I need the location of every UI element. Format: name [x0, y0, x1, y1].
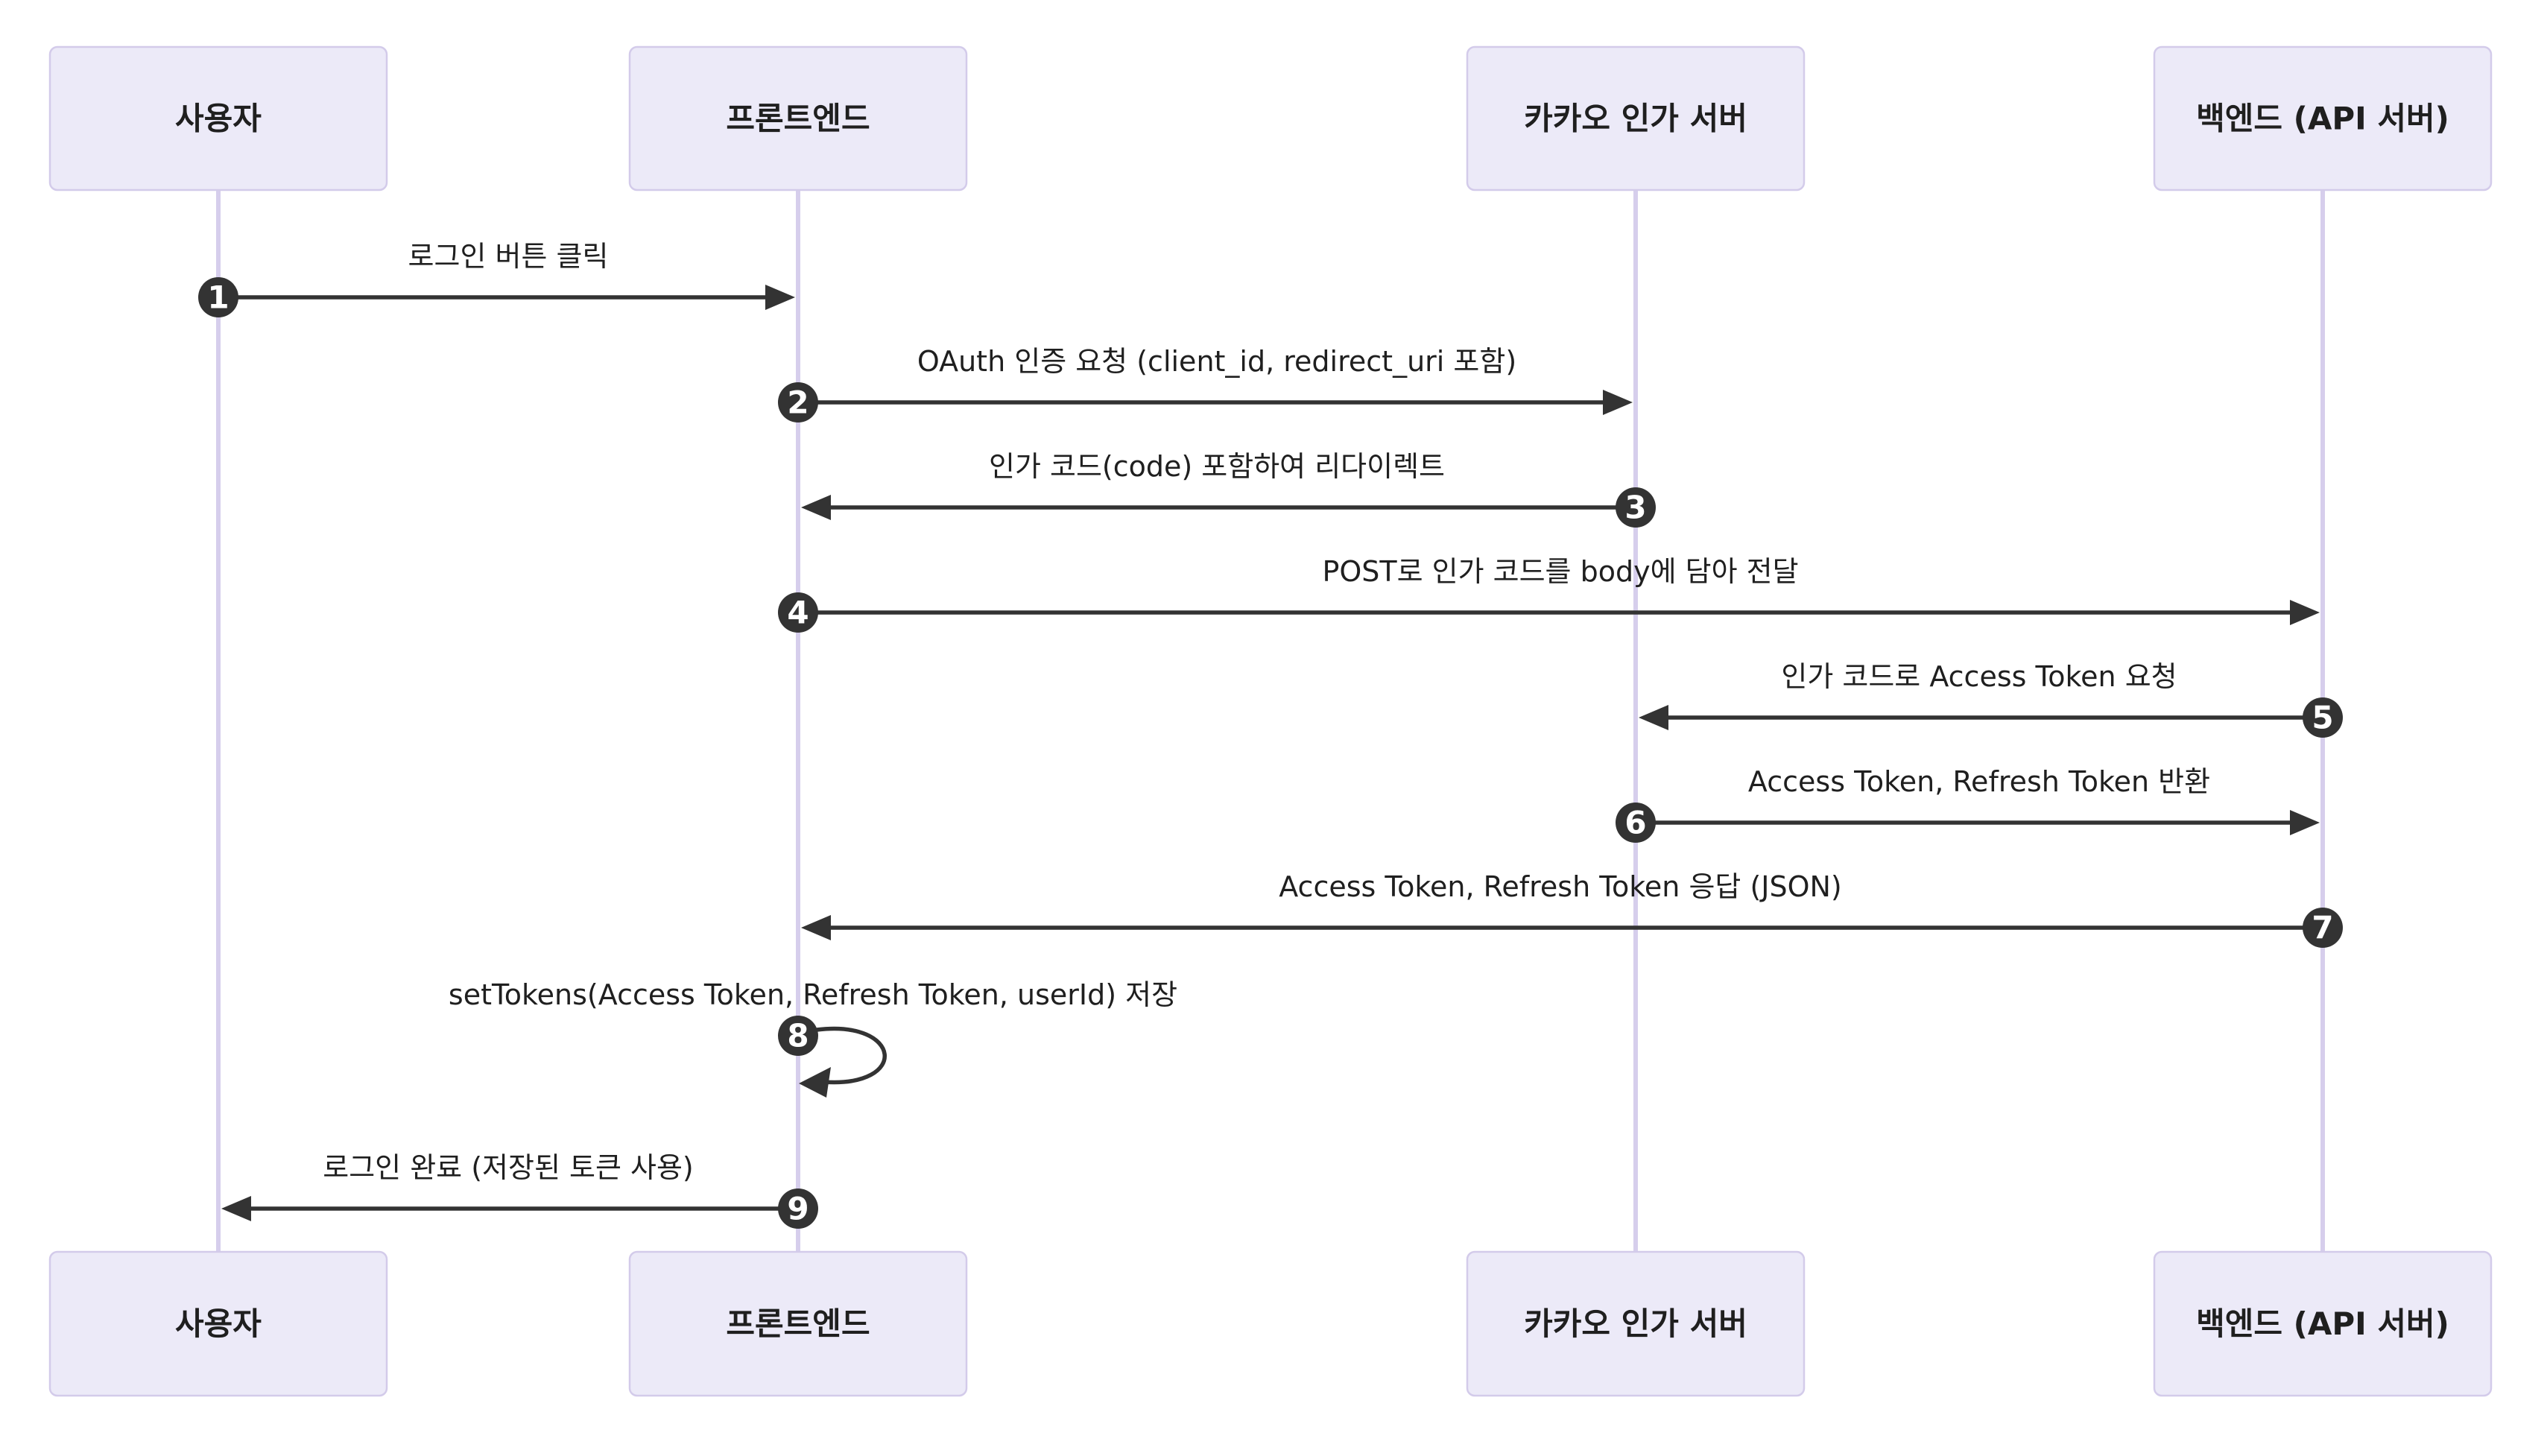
- message-9-label: 로그인 완료 (저장된 토큰 사용): [323, 1151, 694, 1184]
- actor-bottom-box-kakao: [1466, 1250, 1806, 1397]
- actor-top-box-user: [48, 45, 388, 192]
- message-7-label: Access Token, Refresh Token 응답 (JSON): [1279, 870, 1842, 903]
- message-8-label: setTokens(Access Token, Refresh Token, u…: [449, 978, 1177, 1011]
- sequence-number-badge: [1616, 803, 1656, 843]
- actor-bottom-label-user: 사용자: [175, 1305, 262, 1342]
- actor-top-box-frontend: [628, 45, 968, 192]
- sequence-number-5: 5: [2312, 700, 2333, 736]
- actor-top-label-backend: 백엔드 (API 서버): [2196, 101, 2449, 137]
- message-6-label: Access Token, Refresh Token 반환: [1748, 765, 2210, 798]
- sequence-number-7: 7: [2312, 910, 2333, 946]
- message-5-label: 인가 코드로 Access Token 요청: [1781, 660, 2177, 693]
- sequence-number-4: 4: [787, 595, 809, 631]
- arrowhead-icon: [765, 285, 795, 310]
- actor-top-label-kakao: 카카오 인가 서버: [1524, 101, 1747, 137]
- message-4-label: POST로 인가 코드를 body에 담아 전달: [1322, 555, 1798, 588]
- message-2-label: OAuth 인증 요청 (client_id, redirect_uri 포함): [917, 345, 1516, 378]
- actor-top-label-user: 사용자: [175, 101, 262, 137]
- arrowhead-icon: [801, 915, 831, 940]
- arrowhead-icon: [1603, 390, 1633, 415]
- arrowhead-icon: [2290, 810, 2320, 835]
- sequence-number-9: 9: [787, 1191, 809, 1227]
- arrowhead-icon: [799, 1067, 831, 1098]
- sequence-number-2: 2: [787, 384, 809, 421]
- arrowhead-icon: [221, 1196, 251, 1221]
- sequence-number-badge: [198, 277, 238, 317]
- sequence-number-badge: [778, 1016, 818, 1056]
- actor-bottom-box-user: [48, 1250, 388, 1397]
- actor-bottom-label-backend: 백엔드 (API 서버): [2196, 1305, 2449, 1342]
- actor-top-box-backend: [2153, 45, 2493, 192]
- sequence-number-8: 8: [787, 1018, 809, 1054]
- actor-top-label-frontend: 프론트엔드: [726, 101, 870, 137]
- message-3-label: 인가 코드(code) 포함하여 리다이렉트: [989, 450, 1445, 483]
- sequence-number-badge: [1616, 487, 1656, 528]
- self-loop-arrow: [816, 1026, 887, 1085]
- message-1-label: 로그인 버튼 클릭: [408, 240, 609, 273]
- actor-top-box-kakao: [1466, 45, 1806, 192]
- sequence-number-badge: [778, 382, 818, 422]
- actor-bottom-label-kakao: 카카오 인가 서버: [1524, 1305, 1747, 1342]
- sequence-number-badge: [778, 1188, 818, 1229]
- actor-bottom-box-frontend: [628, 1250, 968, 1397]
- sequence-number-badge: [2303, 908, 2343, 948]
- arrowhead-icon: [1639, 705, 1668, 730]
- actor-bottom-label-frontend: 프론트엔드: [726, 1305, 870, 1342]
- arrowhead-icon: [2290, 600, 2320, 625]
- sequence-number-1: 1: [207, 279, 229, 316]
- actor-bottom-box-backend: [2153, 1250, 2493, 1397]
- arrowhead-icon: [801, 495, 831, 520]
- sequence-number-badge: [2303, 697, 2343, 738]
- sequence-number-badge: [778, 592, 818, 633]
- sequence-number-3: 3: [1624, 490, 1646, 526]
- sequence-number-6: 6: [1624, 805, 1646, 841]
